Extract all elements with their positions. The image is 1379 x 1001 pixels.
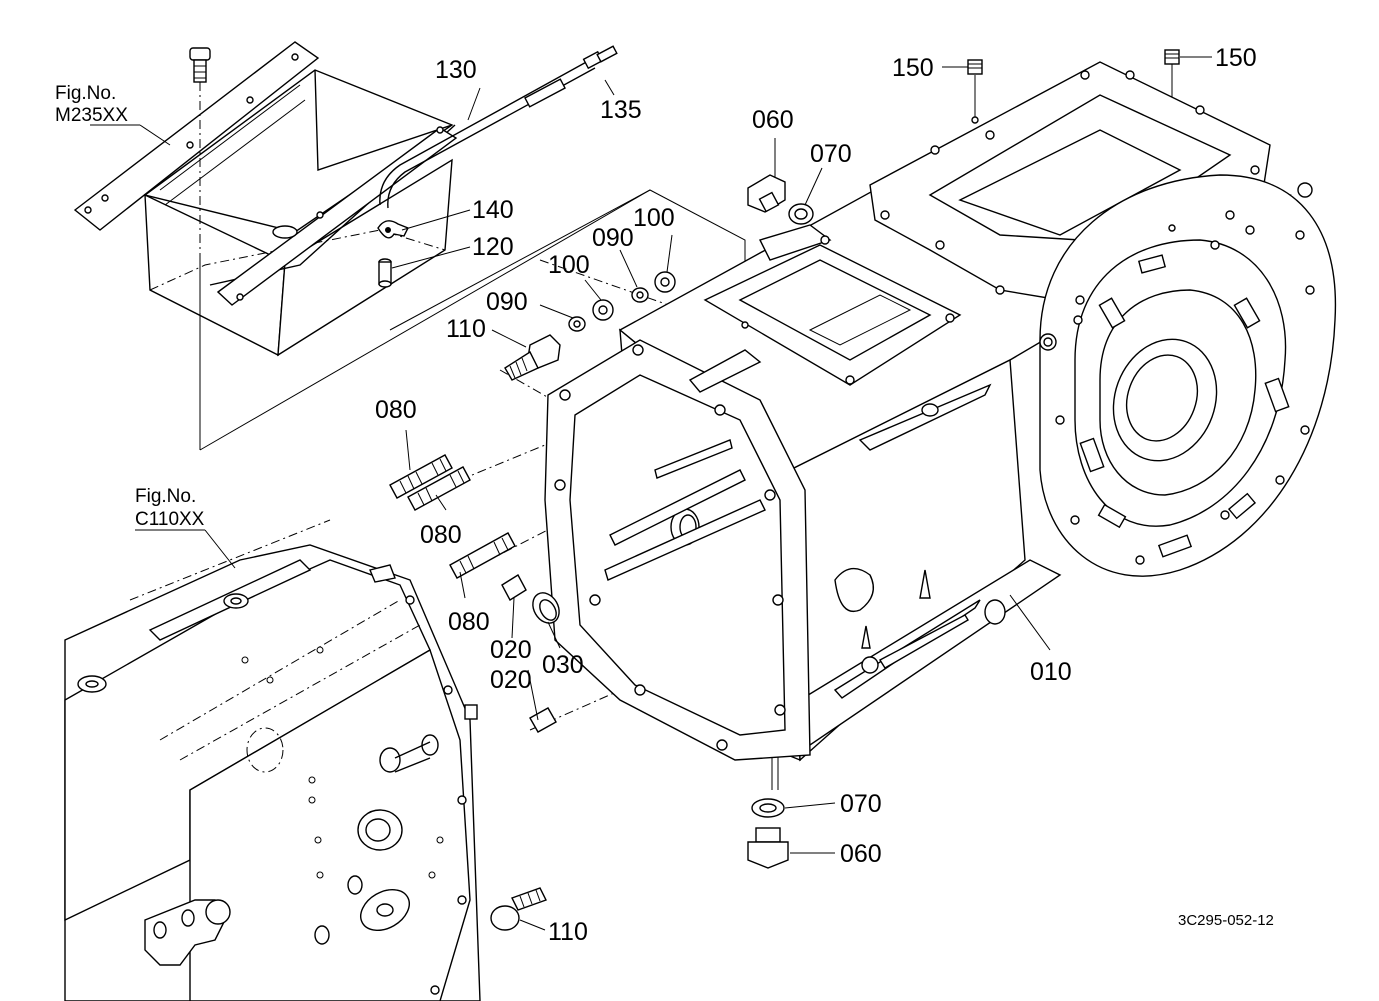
label-080-b: 080 — [420, 521, 462, 549]
label-010: 010 — [1030, 658, 1072, 686]
front-flange — [544, 339, 811, 761]
label-130: 130 — [435, 56, 477, 84]
fig-ref-m235-line1: Fig.No. — [55, 83, 116, 104]
bolt-150-right — [1164, 49, 1180, 65]
label-120: 120 — [472, 233, 514, 261]
label-150-left: 150 — [892, 54, 934, 82]
label-090-left: 090 — [486, 288, 528, 316]
mating-case — [64, 519, 481, 1001]
bushing-120 — [378, 258, 392, 288]
ring-030 — [532, 592, 560, 624]
leader-lines — [90, 56, 1212, 931]
label-150-right: 150 — [1215, 44, 1257, 72]
washer-090-left — [568, 316, 586, 332]
label-140: 140 — [472, 196, 514, 224]
stud-080-c — [449, 532, 516, 579]
fig-ref-c110-line2: C110XX — [135, 509, 205, 530]
fig-ref-c110-line1: Fig.No. — [135, 486, 196, 507]
label-020-lower: 020 — [490, 666, 532, 694]
bolt-150-left — [967, 59, 983, 75]
washer-070-upper — [788, 203, 814, 225]
label-135: 135 — [600, 96, 642, 124]
pin-020-upper — [501, 574, 527, 601]
label-110-upper: 110 — [446, 315, 486, 343]
washer-090-right — [631, 287, 649, 303]
pipe-130 — [379, 45, 618, 209]
label-080-c: 080 — [448, 608, 490, 636]
washer-070-lower — [751, 798, 785, 818]
label-060-lower: 060 — [840, 840, 882, 868]
clip-140 — [377, 220, 409, 239]
figure-references: Fig.No. M235XX Fig.No. C110XX — [55, 83, 205, 530]
pin-020-lower — [529, 707, 557, 733]
stud-080-a — [389, 454, 453, 499]
collar-100-left — [592, 299, 614, 321]
part-labels: 150 150 130 135 060 070 140 120 100 090 … — [375, 44, 1257, 946]
plug-060-upper — [747, 174, 786, 213]
bolt-110-lower — [490, 887, 547, 931]
label-090-right: 090 — [592, 224, 634, 252]
collar-100-right — [654, 271, 676, 293]
plug-060-lower — [747, 827, 789, 869]
label-100-left: 100 — [548, 251, 590, 279]
fig-ref-m235-line2: M235XX — [55, 105, 128, 126]
bolt-110-upper — [504, 334, 561, 381]
label-080-a: 080 — [375, 396, 417, 424]
label-110-lower: 110 — [548, 918, 588, 946]
stud-080-b — [407, 466, 471, 511]
label-070-upper: 070 — [810, 140, 852, 168]
drawing-code: 3C295-052-12 — [1178, 912, 1274, 929]
label-020-upper: 020 — [490, 636, 532, 664]
label-070-lower: 070 — [840, 790, 882, 818]
label-060-upper: 060 — [752, 106, 794, 134]
label-030: 030 — [542, 651, 584, 679]
label-100-right: 100 — [633, 204, 675, 232]
cover-tray-assembly — [73, 41, 458, 357]
